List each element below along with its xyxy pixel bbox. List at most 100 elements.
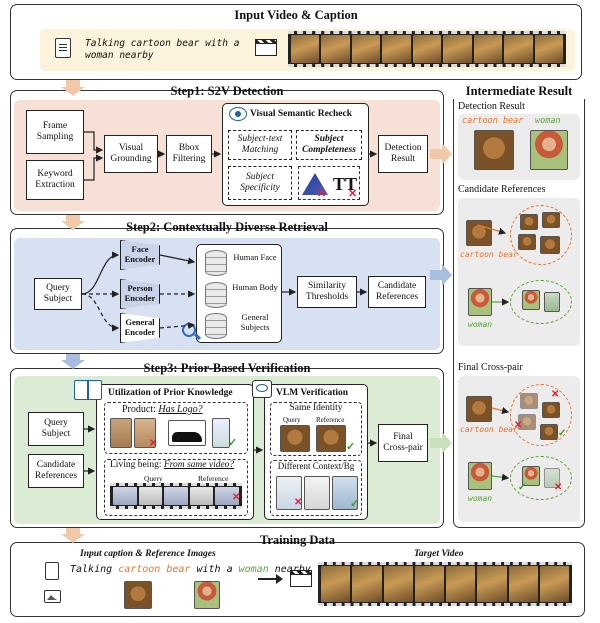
cross-mark-icon: ✕ <box>294 497 303 508</box>
db-human-body-label: Human Body <box>232 282 278 292</box>
final-bear-image <box>540 424 558 440</box>
label-cartoon-bear: cartoon bear <box>462 116 524 126</box>
training-target-label: Target Video <box>414 549 464 559</box>
final-bear-image <box>542 402 560 418</box>
check-mark-icon: ✓ <box>350 498 360 510</box>
candidate-references-box: Candidate References <box>368 276 426 308</box>
recheck-title: Visual Semantic Recheck <box>250 109 353 119</box>
cross-mark-icon: ✕ <box>348 188 358 200</box>
vlm-query-image <box>280 425 310 452</box>
check-mark-icon: ✓ <box>558 428 567 439</box>
product-image-bottle <box>212 418 230 448</box>
final-woman-image <box>544 468 560 488</box>
final-crosspair-label: Final Cross-pair <box>458 362 523 373</box>
step3-title: Step3: Prior-Based Verification <box>143 361 311 375</box>
final-bear-image <box>520 393 538 409</box>
cross-mark-icon: ✕ <box>232 492 241 503</box>
candidate-query-woman <box>468 288 492 316</box>
db-human-face-label: Human Face <box>233 252 277 262</box>
label-woman: woman <box>535 116 561 126</box>
cross-mark-icon: ✕ <box>551 389 560 400</box>
frame-sampling-box: Frame Sampling <box>26 110 84 154</box>
final-label-woman: woman <box>468 494 493 503</box>
database-icon <box>205 250 227 276</box>
vlm-reference-image <box>316 425 346 452</box>
subject-text-matching-box: Subject-text Matching <box>228 130 292 160</box>
reference-label: Reference <box>198 474 229 483</box>
product-image-sneaker <box>168 420 206 446</box>
query-label: Query <box>144 474 163 483</box>
living-being-label-row: Living being: From same video? <box>110 460 234 470</box>
same-identity-label: Same Identity <box>289 403 343 413</box>
clapperboard-icon <box>255 39 277 57</box>
candidate-bear-cluster <box>510 205 572 265</box>
training-input-label: Input caption & Reference Images <box>80 549 216 559</box>
right-arrow-head <box>276 574 283 584</box>
vlm-title: VLM Verification <box>276 388 349 398</box>
completeness-example-images: TT ✕ ✕ <box>298 166 360 200</box>
training-title: Training Data <box>259 533 336 547</box>
subject-completeness-box: Subject Completeness <box>296 130 362 160</box>
target-video-filmstrip <box>318 562 572 606</box>
document-icon <box>45 562 59 580</box>
final-woman-cluster <box>510 456 572 500</box>
caption-part: Talking <box>70 564 113 575</box>
image-icon <box>44 590 61 603</box>
detected-woman-image <box>530 130 568 170</box>
database-icon <box>205 282 227 308</box>
cross-mark-icon: ✕ <box>554 482 563 493</box>
caption-part: with a <box>196 564 233 575</box>
cross-mark-icon: ✕ <box>149 438 158 449</box>
check-mark-icon: ✓ <box>346 441 356 453</box>
final-query-woman <box>468 462 492 490</box>
product-image-box <box>110 418 132 448</box>
database-icon <box>205 313 227 339</box>
caption-subject-woman: woman <box>238 564 269 575</box>
final-crosspair-box: Final Cross-pair <box>378 424 428 462</box>
step2-title: Step2: Contextually Diverse Retrieval <box>126 220 328 234</box>
reference-image-woman <box>194 581 220 609</box>
candidate-references-label: Candidate References <box>458 184 546 195</box>
step3-query-subject-box: Query Subject <box>28 412 84 446</box>
final-query-bear <box>466 396 492 422</box>
candidate-bear-image <box>520 214 538 230</box>
training-caption: Talking cartoon bear with a woman nearby <box>70 564 311 575</box>
book-icon <box>74 380 102 400</box>
product-label-row: Product: Has Logo? <box>122 404 203 415</box>
eye-icon <box>229 107 247 121</box>
step1-title: Step1: S2V Detection <box>170 84 284 98</box>
product-label: Product: <box>122 404 156 415</box>
product-image-box <box>134 418 156 448</box>
keyword-extraction-box: Keyword Extraction <box>26 160 84 200</box>
db-general-label: General Subjects <box>240 312 270 333</box>
bbox-filtering-box: Bbox Filtering <box>166 135 212 173</box>
step3-candidate-refs-box: Candidate References <box>28 454 84 488</box>
detection-result-label: Detection Result <box>458 101 525 112</box>
candidate-woman-image <box>522 290 540 310</box>
candidate-woman-image <box>544 292 560 312</box>
candidate-woman-cluster <box>510 280 572 324</box>
living-being-filmstrip <box>110 483 242 509</box>
final-woman-image <box>522 466 540 486</box>
candidate-bear-image <box>542 212 560 228</box>
vlm-icon <box>252 380 272 398</box>
candidate-label-bear: cartoon bear <box>460 250 518 259</box>
cross-mark-icon: ✕ <box>317 188 327 200</box>
input-video-filmstrip <box>288 31 566 67</box>
prior-knowledge-title: Utilization of Prior Knowledge <box>108 388 233 398</box>
general-encoder-box: General Encoder <box>120 313 160 343</box>
diff-context-image <box>332 476 358 510</box>
caption-part: nearby <box>275 564 311 575</box>
candidate-label-woman: woman <box>468 320 493 329</box>
vlm-reference-label: Reference <box>316 416 345 424</box>
detected-bear-image <box>474 130 514 170</box>
diff-context-image <box>304 476 330 510</box>
candidate-bear-image <box>540 236 560 254</box>
subject-specificity-box: Subject Specificity <box>228 166 292 200</box>
document-icon <box>55 38 71 58</box>
intermediate-title: Intermediate Result <box>453 84 585 99</box>
candidate-bear-image <box>518 234 536 250</box>
same-video-text: From same video? <box>163 460 235 470</box>
right-arrow-icon <box>258 578 278 580</box>
